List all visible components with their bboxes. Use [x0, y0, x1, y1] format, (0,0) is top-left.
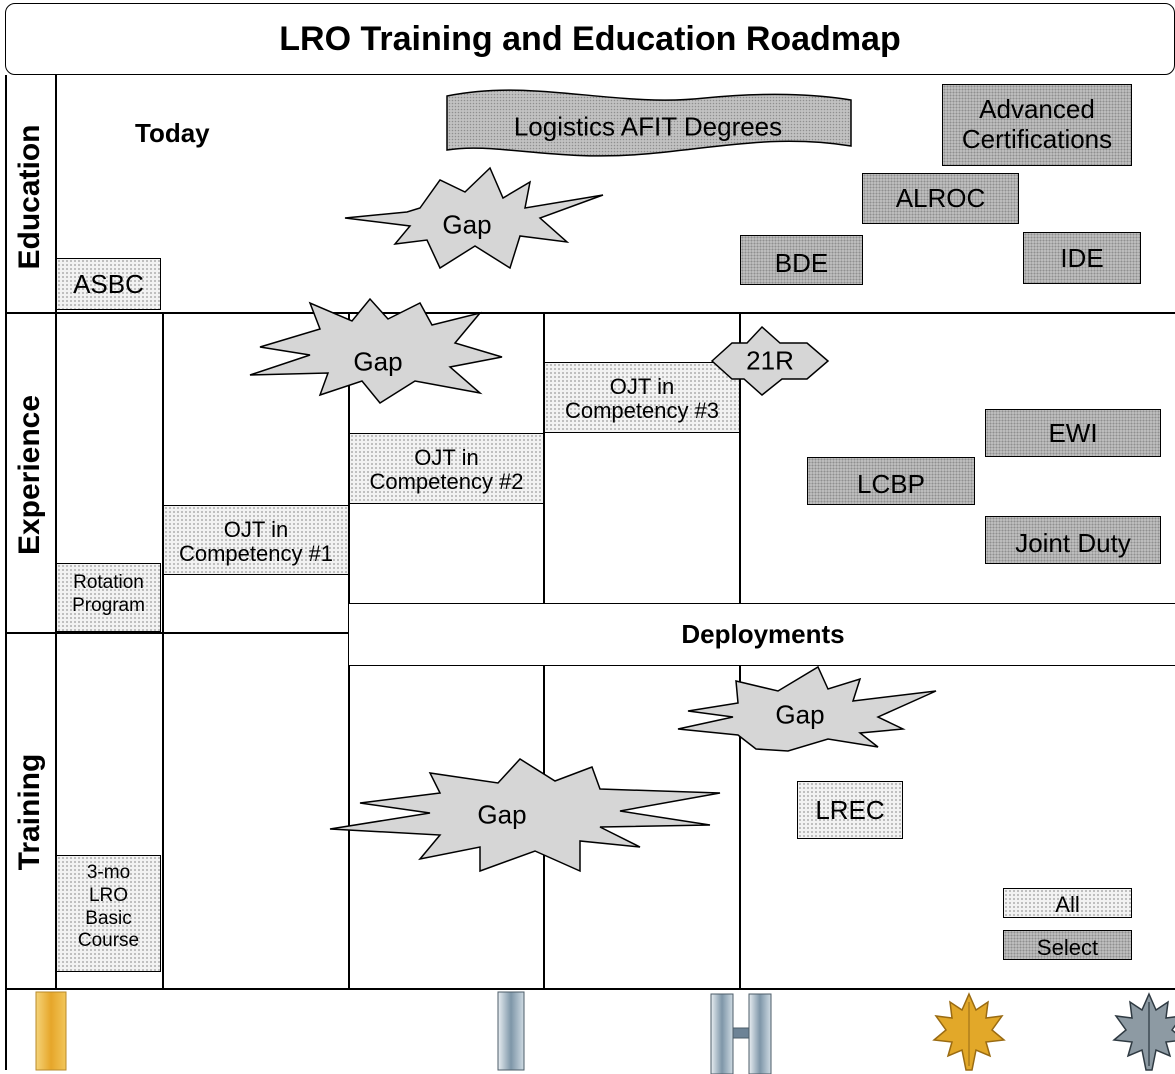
today-label: Today — [135, 118, 210, 148]
experience-gap-label: Gap — [353, 346, 403, 377]
ewi-label: EWI — [1048, 417, 1098, 448]
ojt-competency-3-box: OJT in Competency #3 — [544, 362, 740, 433]
afit-degrees-label: Logistics AFIT Degrees — [513, 111, 783, 142]
asbc-box: ASBC — [56, 258, 161, 310]
first-lieutenant-bar-icon — [497, 991, 525, 1071]
21r-label: 21R — [746, 345, 794, 376]
row-label-training: Training — [13, 753, 46, 871]
ojt-competency-2-line1: OJT in — [414, 445, 479, 470]
training-lower-gap-burst — [329, 758, 721, 873]
lro-basic-course-line1: 3-mo — [86, 862, 131, 883]
grid-edu-exp-divider — [5, 312, 1175, 314]
deployments-label: Deployments — [681, 619, 845, 650]
rotation-program-line2: Program — [72, 594, 145, 616]
ide-box: IDE — [1023, 232, 1141, 284]
rotation-program-line1: Rotation — [73, 572, 144, 593]
lieutenant-colonel-silver-leaf-icon — [1112, 992, 1175, 1071]
legend-all: All — [1003, 888, 1132, 918]
row-label-experience: Experience — [13, 394, 46, 556]
second-lieutenant-bar-icon — [35, 991, 67, 1071]
afit-degrees-banner — [446, 89, 852, 157]
ide-label: IDE — [1060, 242, 1104, 273]
advanced-certifications-line2: Certifications — [961, 123, 1113, 154]
lrec-box: LREC — [797, 781, 903, 839]
ojt-competency-2-line2: Competency #2 — [369, 468, 524, 494]
legend-select-label: Select — [1036, 935, 1099, 960]
lcbp-box: LCBP — [807, 457, 975, 505]
ojt-competency-3-line1: OJT in — [609, 374, 675, 399]
ojt-competency-1-box: OJT in Competency #1 — [163, 505, 349, 575]
rotation-program-box: Rotation Program — [56, 563, 161, 632]
lrec-label: LREC — [815, 794, 885, 825]
joint-duty-box: Joint Duty — [985, 516, 1161, 564]
21r-badge — [710, 325, 830, 396]
advanced-certifications-box: Advanced Certifications — [942, 84, 1132, 166]
grid-left-border — [5, 75, 7, 1070]
ojt-competency-1-line2: Competency #1 — [178, 540, 334, 566]
education-gap-label: Gap — [442, 209, 492, 240]
grid-col-1 — [162, 312, 164, 988]
education-gap-burst — [344, 166, 604, 270]
grid-exp-train-divider — [5, 632, 350, 634]
captain-bars-icon — [710, 993, 772, 1074]
grid-bottom-divider — [5, 988, 1175, 990]
lro-basic-course-line2: LRO — [88, 884, 129, 906]
major-gold-leaf-icon — [932, 992, 1006, 1071]
joint-duty-label: Joint Duty — [1015, 527, 1131, 558]
alroc-box: ALROC — [862, 173, 1019, 224]
training-upper-gap-label: Gap — [775, 699, 825, 730]
grid-label-column-divider — [55, 75, 57, 990]
bde-box: BDE — [740, 235, 863, 285]
legend-all-label: All — [1055, 892, 1080, 918]
bde-label: BDE — [774, 247, 829, 278]
legend-select: Select — [1003, 930, 1132, 960]
ewi-box: EWI — [985, 409, 1161, 457]
lro-basic-course-line4: Course — [77, 930, 140, 952]
lro-basic-course-line3: Basic — [85, 907, 132, 929]
alroc-label: ALROC — [895, 183, 986, 214]
diagram-title: LRO Training and Education Roadmap — [5, 3, 1175, 75]
row-label-education: Education — [13, 124, 46, 270]
lro-basic-course-box: 3-mo LRO Basic Course — [56, 855, 161, 972]
experience-gap-burst — [249, 297, 503, 404]
advanced-certifications-line1: Advanced — [979, 94, 1095, 124]
asbc-label: ASBC — [73, 268, 144, 299]
deployments-bar: Deployments — [348, 603, 1175, 666]
ojt-competency-2-box: OJT in Competency #2 — [349, 433, 544, 504]
ojt-competency-1-line1: OJT in — [223, 517, 289, 542]
grid-left-lower-border — [55, 632, 57, 988]
training-lower-gap-label: Gap — [477, 799, 527, 830]
ojt-competency-3-line2: Competency #3 — [564, 397, 720, 423]
training-upper-gap-burst — [677, 665, 937, 752]
lcbp-label: LCBP — [857, 468, 925, 499]
